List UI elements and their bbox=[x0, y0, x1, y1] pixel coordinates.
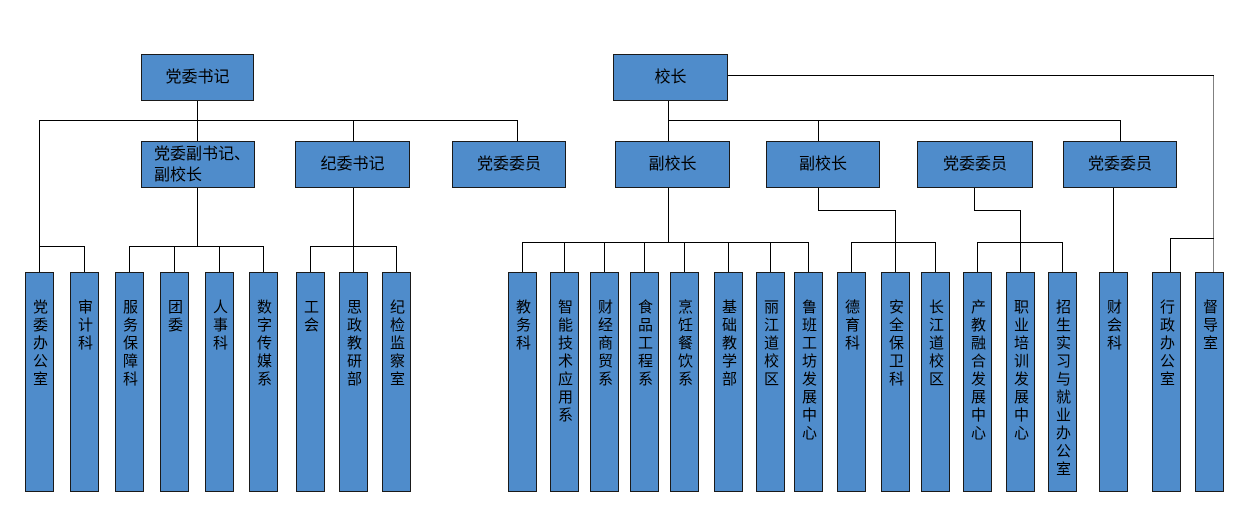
connector-line bbox=[770, 242, 771, 272]
node-ideological-political-dept: 思政教研部 bbox=[339, 272, 368, 492]
node-culinary-catering-dept: 烹饪餐饮系 bbox=[670, 272, 699, 492]
connector-line bbox=[39, 246, 85, 247]
node-security-section: 安全保卫科 bbox=[881, 272, 910, 492]
node-discipline-inspection-office: 纪检监察室 bbox=[382, 272, 411, 492]
connector-line bbox=[974, 188, 975, 210]
node-finance-trade-dept: 财经商贸系 bbox=[590, 272, 619, 492]
connector-line bbox=[974, 210, 1021, 211]
node-hr-section: 人事科 bbox=[205, 272, 234, 492]
connector-line bbox=[604, 242, 605, 272]
connector-line bbox=[818, 120, 819, 141]
connector-line bbox=[728, 242, 729, 272]
connector-line bbox=[396, 246, 397, 272]
connector-line bbox=[851, 242, 852, 272]
connector-line bbox=[129, 246, 264, 247]
connector-line bbox=[851, 242, 936, 243]
node-academic-affairs-section: 教务科 bbox=[508, 272, 537, 492]
connector-line bbox=[684, 242, 685, 272]
connector-line bbox=[353, 120, 354, 141]
connector-line bbox=[808, 242, 809, 272]
connector-line bbox=[353, 188, 354, 272]
node-changjiang-road-campus: 长江道校区 bbox=[921, 272, 950, 492]
connector-line bbox=[39, 120, 518, 121]
connector-line bbox=[818, 188, 819, 210]
connector-line bbox=[1120, 120, 1121, 141]
node-lijiang-road-campus: 丽江道校区 bbox=[756, 272, 785, 492]
node-party-committee-member-2: 党委委员 bbox=[917, 141, 1033, 188]
node-service-support-section: 服务保障科 bbox=[115, 272, 144, 492]
connector-line bbox=[1170, 238, 1171, 272]
node-vocational-training-center: 职业培训发展中心 bbox=[1006, 272, 1035, 492]
connector-line bbox=[668, 120, 1121, 121]
connector-line bbox=[1213, 75, 1214, 272]
node-principal: 校长 bbox=[613, 54, 728, 101]
connector-line bbox=[310, 246, 311, 272]
node-supervision-office: 督导室 bbox=[1195, 272, 1224, 492]
connector-line bbox=[522, 242, 523, 272]
connector-line bbox=[668, 101, 669, 141]
node-admin-office: 行政办公室 bbox=[1152, 272, 1181, 492]
connector-line bbox=[197, 188, 198, 246]
node-youth-league: 团委 bbox=[160, 272, 189, 492]
connector-line bbox=[39, 120, 40, 272]
node-audit-section: 审计科 bbox=[70, 272, 99, 492]
connector-line bbox=[668, 188, 669, 242]
node-luban-workshop-center: 鲁班工坊发展中心 bbox=[794, 272, 823, 492]
node-vice-principal-2: 副校长 bbox=[766, 141, 880, 188]
connector-line bbox=[174, 246, 175, 272]
node-admissions-employment-office: 招生实习与就业办公室 bbox=[1048, 272, 1077, 492]
connector-line bbox=[935, 242, 936, 272]
connector-line bbox=[310, 246, 397, 247]
node-labor-union: 工会 bbox=[296, 272, 325, 492]
node-deputy-party-secretary-vice-principal: 党委副书记、副校长 bbox=[141, 141, 255, 188]
node-digital-media-dept: 数字传媒系 bbox=[249, 272, 278, 492]
connector-line bbox=[1020, 210, 1021, 272]
connector-line bbox=[522, 242, 809, 243]
connector-line bbox=[977, 242, 978, 272]
node-vice-principal-1: 副校长 bbox=[615, 141, 730, 188]
node-intelligent-tech-dept: 智能技术应用系 bbox=[550, 272, 579, 492]
connector-line bbox=[644, 242, 645, 272]
connector-line bbox=[895, 210, 896, 272]
connector-line bbox=[197, 101, 198, 141]
node-party-secretary: 党委书记 bbox=[141, 54, 254, 101]
connector-line bbox=[1170, 238, 1214, 239]
connector-line bbox=[517, 120, 518, 141]
connector-line bbox=[1062, 242, 1063, 272]
connector-line bbox=[564, 242, 565, 272]
connector-line bbox=[1113, 188, 1114, 272]
node-party-committee-member-1: 党委委员 bbox=[452, 141, 566, 188]
node-party-office: 党委办公室 bbox=[25, 272, 54, 492]
node-discipline-committee-secretary: 纪委书记 bbox=[295, 141, 410, 188]
connector-line bbox=[263, 246, 264, 272]
node-party-committee-member-3: 党委委员 bbox=[1063, 141, 1177, 188]
connector-line bbox=[129, 246, 130, 272]
connector-line bbox=[977, 242, 1063, 243]
connector-line bbox=[818, 210, 896, 211]
node-food-engineering-dept: 食品工程系 bbox=[630, 272, 659, 492]
node-finance-accounting-section: 财会科 bbox=[1099, 272, 1128, 492]
node-basic-teaching-dept: 基础教学部 bbox=[714, 272, 743, 492]
node-moral-education-section: 德育科 bbox=[837, 272, 866, 492]
connector-line bbox=[219, 246, 220, 272]
connector-line bbox=[84, 246, 85, 272]
connector-line bbox=[728, 75, 1214, 76]
node-industry-education-center: 产教融合发展中心 bbox=[963, 272, 992, 492]
